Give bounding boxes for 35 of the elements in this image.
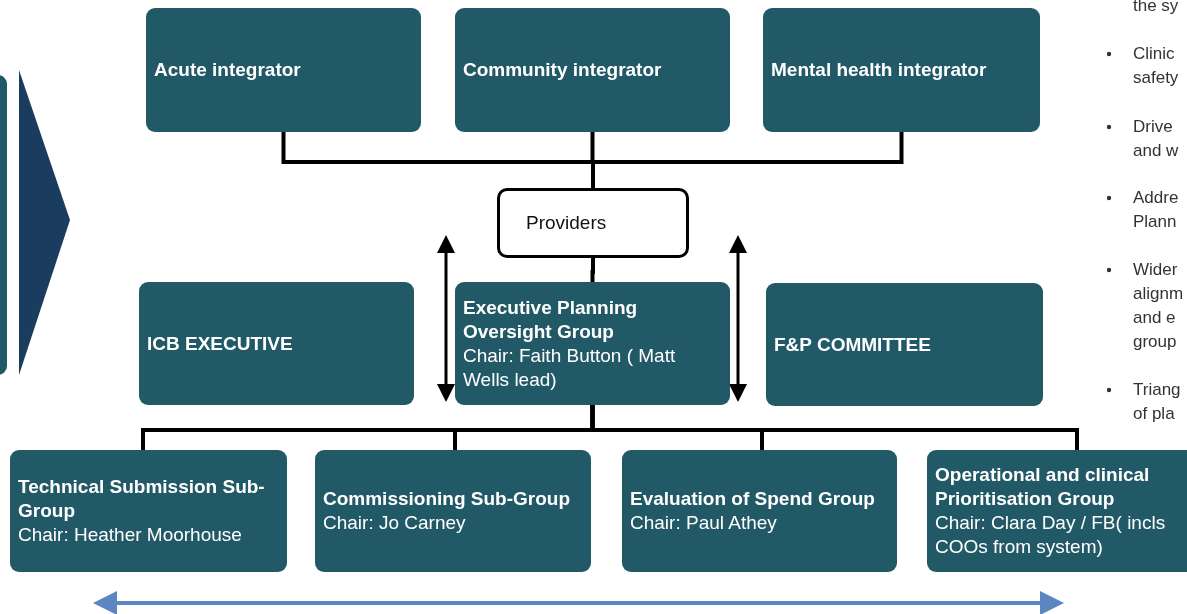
chair-text: Chair: Clara Day / FB( incls COOs from system) xyxy=(935,511,1167,559)
bullet-text: Wider alignm and e group xyxy=(1133,259,1185,353)
group-title: ICB EXECUTIVE xyxy=(147,331,294,356)
provider-box xyxy=(497,188,689,258)
group-title: Commissioning Sub-Group xyxy=(323,487,571,511)
group-title: Technical Submission Sub-Group xyxy=(18,475,266,523)
group-title: Mental health integrator xyxy=(771,58,988,82)
group-title: Operational and clinical Prioritisation Group xyxy=(935,463,1151,511)
group-box xyxy=(10,450,287,572)
group-title: Acute integrator xyxy=(154,58,302,82)
bullet-text: Triang of pla xyxy=(1133,379,1182,425)
group-box xyxy=(622,450,897,572)
bullet-text: Drive and w xyxy=(1133,116,1180,162)
group-box xyxy=(139,282,414,405)
group-box xyxy=(455,8,730,132)
bullet-text: Clinic safety xyxy=(1133,43,1180,89)
chair-text: Chair: Paul Athey xyxy=(630,511,778,535)
group-title: Providers xyxy=(526,211,608,235)
group-box xyxy=(766,283,1043,406)
group-title: Community integrator xyxy=(463,58,663,82)
bullet-text: Addre Plann xyxy=(1133,187,1180,233)
group-title: Evaluation of Spend Group xyxy=(630,487,876,511)
connector-line xyxy=(591,132,904,188)
chair-text: Chair: Faith Button ( Matt Wells lead) xyxy=(463,343,677,392)
chair-text: Chair: Jo Carney xyxy=(323,511,467,535)
group-title: F&P COMMITTEE xyxy=(774,332,932,357)
group-box xyxy=(927,450,1187,572)
connector-line xyxy=(590,405,1079,450)
group-box xyxy=(315,450,591,572)
connector-line xyxy=(590,258,595,282)
group-box xyxy=(455,282,730,405)
group-box xyxy=(763,8,1040,132)
group-box xyxy=(146,8,421,132)
group-title: Executive Planning Oversight Group xyxy=(463,295,639,344)
chair-text: Chair: Heather Moorhouse xyxy=(18,523,243,547)
